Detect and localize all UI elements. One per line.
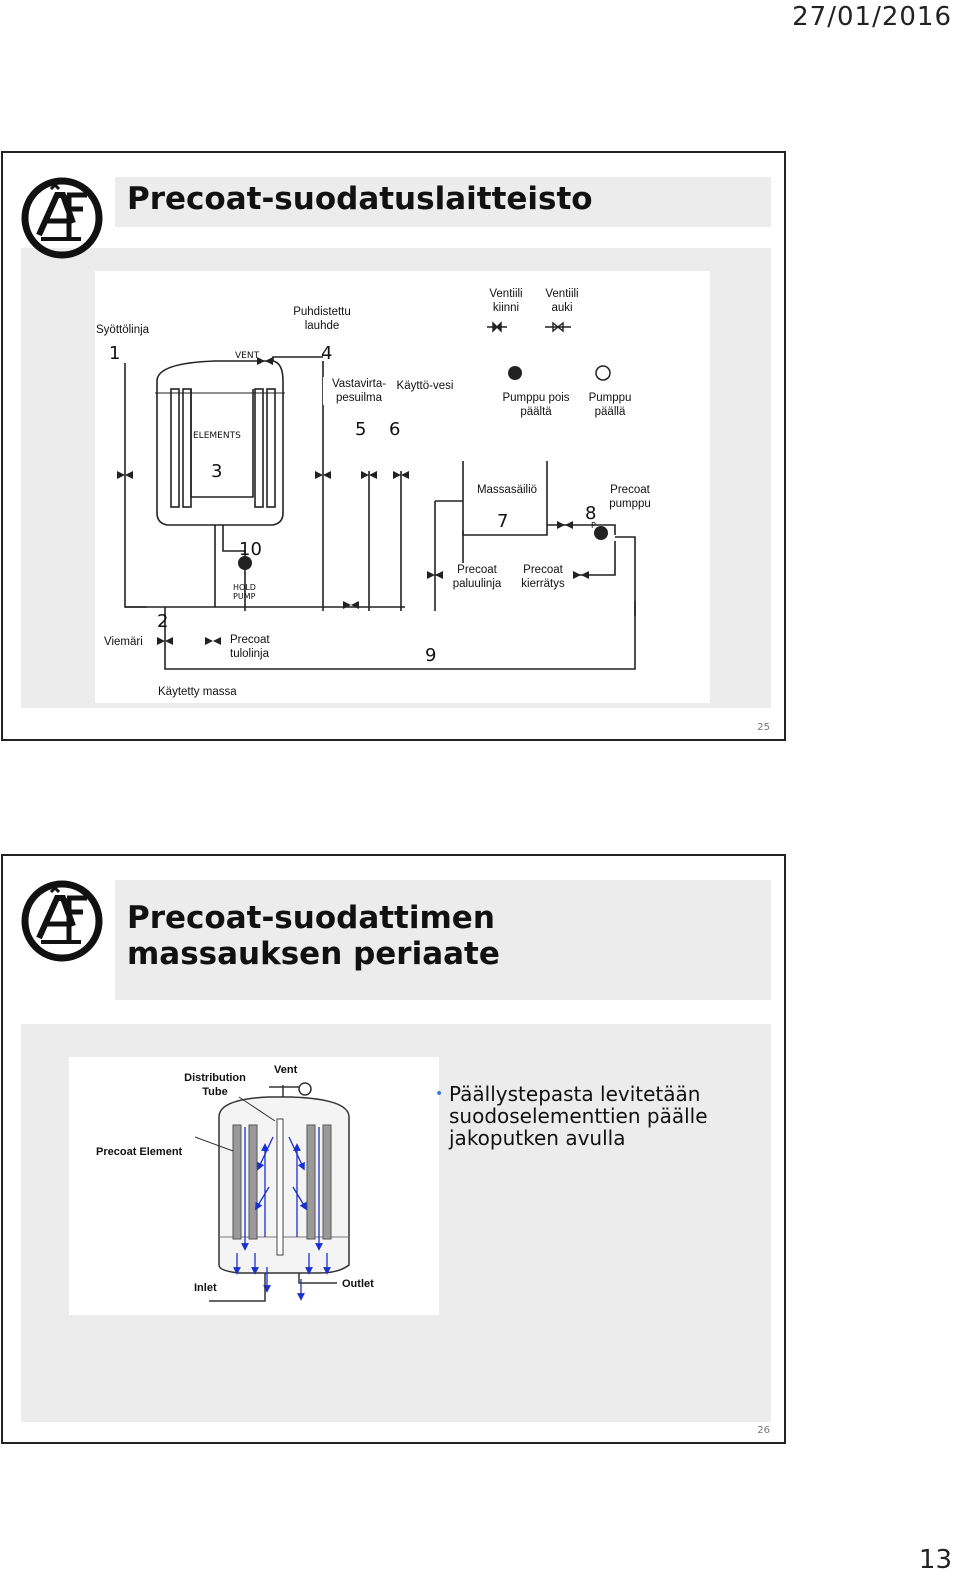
hand-num-4: 4 [321,343,332,364]
hand-num-1: 1 [109,343,120,364]
label-precoat-kierratys: Precoat kierrätys [513,563,573,591]
slide-title-line-1: Precoat-suodattimen [127,900,500,936]
bullet-item: • Päällystepasta levitetään suodoselemen… [449,1083,769,1149]
bullet-text: Päällystepasta levitetään suodoselementt… [449,1082,708,1150]
hand-num-3: 3 [211,461,222,482]
hand-p: P [591,521,596,530]
label-vastavirta: Vastavirta-pesuilma [323,377,395,405]
label-ventiili-auki: Ventiili auki [535,287,589,315]
slide-25: Precoat-suodatuslaitteisto [1,151,786,741]
label-syottolinja: Syöttölinja [95,323,150,337]
label-inlet: Inlet [193,1281,218,1295]
label-precoat-paluulinja: Precoat paluulinja [443,563,511,591]
slide-title: Precoat-suodatuslaitteisto [127,181,593,217]
label-vent: Vent [273,1063,298,1077]
slide-title-line-2: massauksen periaate [127,936,500,972]
hand-num-6: 6 [389,419,400,440]
label-kaytto: Käyttö-vesi [395,379,455,393]
hand-num-5: 5 [355,419,366,440]
label-massasailio: Massasäiliö [471,483,543,497]
hand-elements: ELEMENTS [193,431,241,441]
label-pumppu-pois: Pumppu pois päältä [495,391,577,419]
hand-num-7: 7 [497,511,508,532]
label-precoat-pumppu: Precoat pumppu [601,483,659,511]
label-precoat-tulolinja: Precoat tulolinja [229,633,291,661]
label-distribution-tube: Distribution Tube [181,1071,249,1099]
page-number: 13 [919,1545,952,1575]
process-diagram: Syöttölinja Puhdistettu lauhde Ventiili … [95,271,710,703]
slide-26: Precoat-suodattimen massauksen periaate [1,854,786,1444]
label-precoat-element: Precoat Element [95,1145,183,1159]
af-logo-icon [21,177,103,259]
label-viemari: Viemäri [103,635,144,649]
label-kaytetty-massa: Käytetty massa [157,685,238,699]
slide-title: Precoat-suodattimen massauksen periaate [127,900,500,972]
label-outlet: Outlet [341,1277,375,1291]
bullet-dot-icon: • [435,1083,443,1105]
header-date: 27/01/2016 [792,2,952,32]
hand-hold-pump: HOLD PUMP [233,583,267,601]
label-pumppu-paalla: Pumppu päällä [581,391,639,419]
precoat-filter-diagram: Distribution Tube Vent Precoat Element I… [69,1057,439,1315]
filter-drawing [69,1057,439,1315]
hand-vent: VENT [235,351,259,361]
slide-number: 25 [757,722,770,733]
hand-num-2: 2 [157,611,168,632]
hand-num-9: 9 [425,645,436,666]
hand-num-10: 10 [239,539,262,560]
label-ventiili-kiinni: Ventiili kiinni [479,287,533,315]
af-logo-icon [21,880,103,962]
label-puhdistettu: Puhdistettu lauhde [283,305,361,333]
slide-number: 26 [757,1425,770,1436]
